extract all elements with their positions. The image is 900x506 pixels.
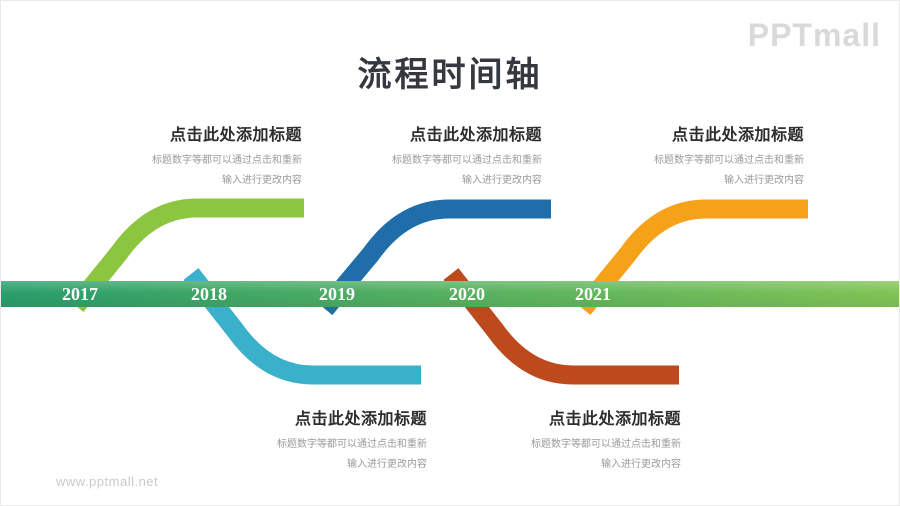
placeholder-body-line1: 标题数字等都可以通过点击和重新 (654, 155, 804, 166)
placeholder-body-line2: 输入进行更改内容 (347, 459, 427, 470)
placeholder-body: 标题数字等都可以通过点击和重新 输入进行更改内容 (277, 435, 427, 475)
placeholder-body-line2: 输入进行更改内容 (601, 459, 681, 470)
text-block-2019: 点击此处添加标题 标题数字等都可以通过点击和重新 输入进行更改内容 (392, 121, 542, 191)
placeholder-body-line2: 输入进行更改内容 (462, 175, 542, 186)
watermark: www.pptmall.net (56, 474, 159, 489)
year-label-2018: 2018 (191, 284, 227, 304)
placeholder-body: 标题数字等都可以通过点击和重新 输入进行更改内容 (392, 151, 542, 191)
ribbon-2019-up (317, 199, 551, 316)
year-label-2017: 2017 (62, 284, 98, 304)
placeholder-body-line1: 标题数字等都可以通过点击和重新 (392, 155, 542, 166)
placeholder-body: 标题数字等都可以通过点击和重新 输入进行更改内容 (654, 151, 804, 191)
placeholder-body-line1: 标题数字等都可以通过点击和重新 (277, 439, 427, 450)
placeholder-title: 点击此处添加标题 (409, 127, 542, 144)
placeholder-body-line2: 输入进行更改内容 (222, 175, 302, 186)
placeholder-title: 点击此处添加标题 (169, 127, 302, 144)
ribbon-2021-up (575, 199, 808, 316)
placeholder-title: 点击此处添加标题 (671, 127, 804, 144)
ribbon-2017-up (68, 198, 304, 312)
placeholder-body-line1: 标题数字等都可以通过点击和重新 (152, 155, 302, 166)
placeholder-body: 标题数字等都可以通过点击和重新 输入进行更改内容 (152, 151, 302, 191)
ribbon-2020-down (443, 268, 679, 385)
text-block-2020: 点击此处添加标题 标题数字等都可以通过点击和重新 输入进行更改内容 (531, 405, 681, 475)
placeholder-title: 点击此处添加标题 (548, 411, 681, 428)
ribbon-2018-down (183, 268, 421, 385)
year-label-2020: 2020 (449, 284, 485, 304)
text-block-2021: 点击此处添加标题 标题数字等都可以通过点击和重新 输入进行更改内容 (654, 121, 804, 191)
pptmall-logo: PPTmall (747, 17, 881, 53)
text-block-2017: 点击此处添加标题 标题数字等都可以通过点击和重新 输入进行更改内容 (152, 121, 302, 191)
year-label-2021: 2021 (575, 284, 611, 304)
page-title: 流程时间轴 (357, 56, 543, 94)
year-label-2019: 2019 (319, 284, 355, 304)
placeholder-body: 标题数字等都可以通过点击和重新 输入进行更改内容 (531, 435, 681, 475)
timeline-bar-highlight (1, 281, 899, 307)
placeholder-body-line2: 输入进行更改内容 (724, 175, 804, 186)
timeline-bar: 2017 2018 2019 2020 2021 (1, 281, 899, 307)
placeholder-title: 点击此处添加标题 (294, 411, 427, 428)
text-block-2018: 点击此处添加标题 标题数字等都可以通过点击和重新 输入进行更改内容 (277, 405, 427, 475)
placeholder-body-line1: 标题数字等都可以通过点击和重新 (531, 439, 681, 450)
